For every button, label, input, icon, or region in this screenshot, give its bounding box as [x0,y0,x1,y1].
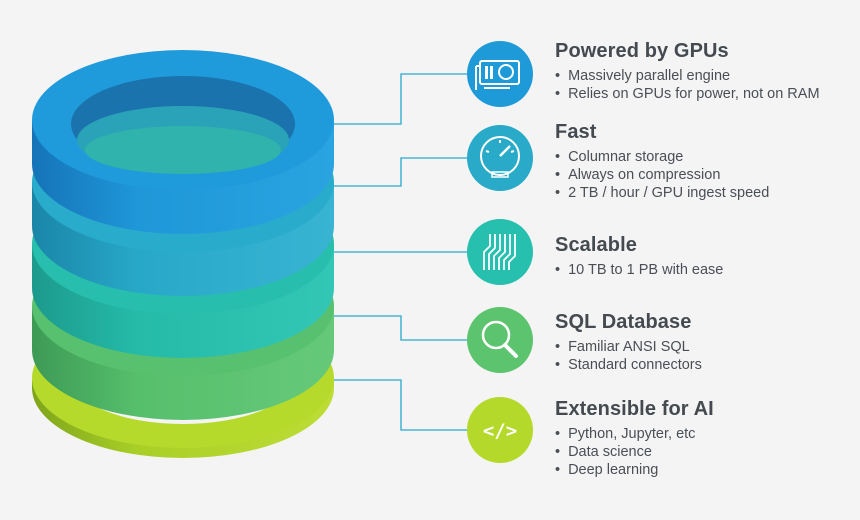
connector-line-4 [333,315,470,341]
feature-item: Familiar ANSI SQL [555,338,855,356]
feature-item: Always on compression [555,166,855,184]
feature-item: Data science [555,443,855,461]
feature-item: 2 TB / hour / GPU ingest speed [555,184,855,202]
feature-list: Columnar storage Always on compression 2… [555,148,855,202]
feature-powered-by-gpus: Powered by GPUs Massively parallel engin… [555,40,855,103]
feature-extensible-for-ai: Extensible for AI Python, Jupyter, etc D… [555,398,855,479]
ring-1 [32,50,334,234]
feature-title: Powered by GPUs [555,40,729,62]
feature-title: Scalable [555,234,637,256]
feature-item: Massively parallel engine [555,67,855,85]
code-brackets-glyph: </> [483,420,517,442]
feature-list: Familiar ANSI SQL Standard connectors [555,338,855,374]
scaling-lines-icon [467,219,533,285]
connector-line-5 [333,379,470,431]
feature-item: Relies on GPUs for power, not on RAM [555,85,855,103]
connector-lines [333,73,470,431]
feature-item: Deep learning [555,461,855,479]
feature-scalable: Scalable 10 TB to 1 PB with ease [555,234,855,279]
feature-item: Python, Jupyter, etc [555,425,855,443]
connector-line-1 [333,73,470,125]
speedometer-icon [467,125,533,191]
feature-sql-database: SQL Database Familiar ANSI SQL Standard … [555,311,855,374]
search-magnifier-icon [467,307,533,373]
feature-item: Columnar storage [555,148,855,166]
feature-title: SQL Database [555,311,692,333]
feature-list: 10 TB to 1 PB with ease [555,261,855,279]
feature-list: Massively parallel engine Relies on GPUs… [555,67,855,103]
feature-item: Standard connectors [555,356,855,374]
feature-title: Extensible for AI [555,398,714,420]
feature-list: Python, Jupyter, etc Data science Deep l… [555,425,855,479]
gpu-card-icon [467,41,533,107]
code-brackets-icon: </> [467,397,533,463]
feature-fast: Fast Columnar storage Always on compress… [555,121,855,202]
feature-item: 10 TB to 1 PB with ease [555,261,855,279]
connector-line-2 [333,157,470,187]
feature-title: Fast [555,121,597,143]
